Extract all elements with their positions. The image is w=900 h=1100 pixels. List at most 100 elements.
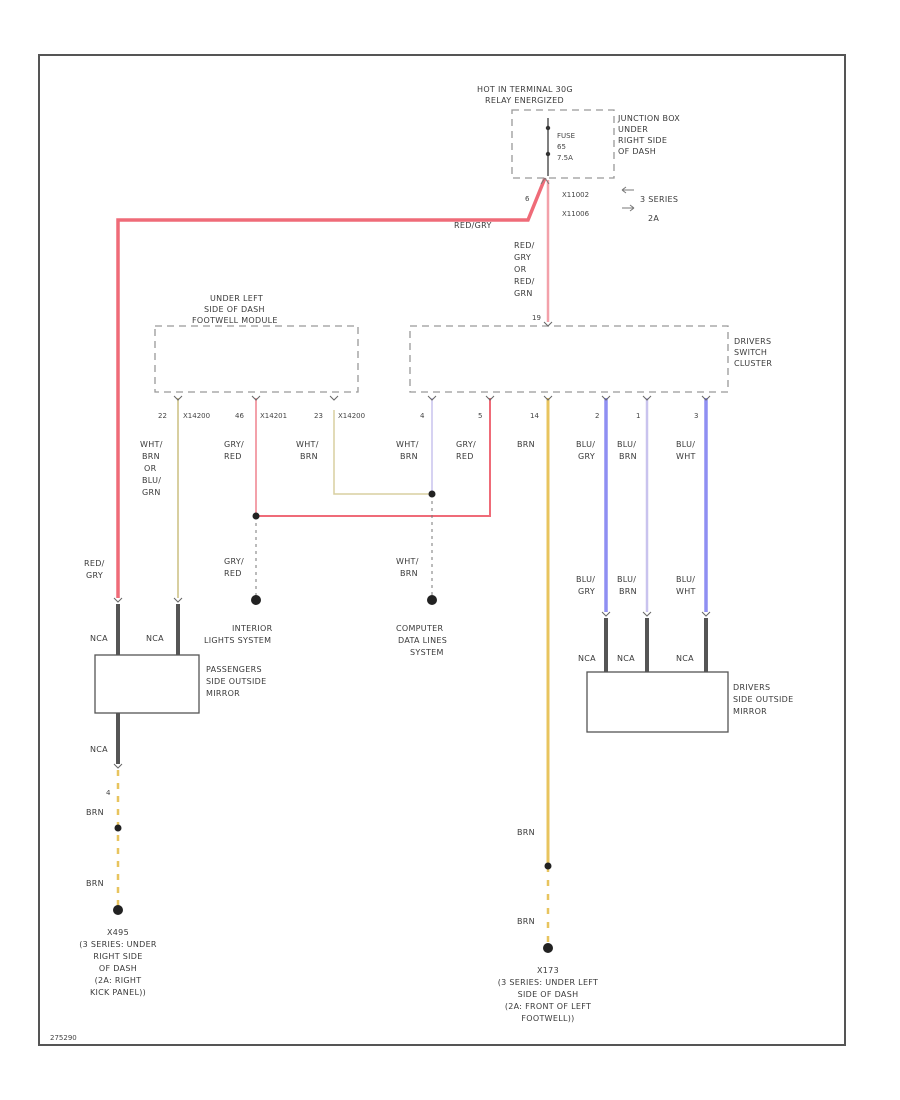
nca-wires <box>116 604 708 764</box>
marker-sc-1 <box>642 395 652 401</box>
wl-blu-gry-low-1: BLU/ <box>576 575 595 584</box>
ground-left-3: RIGHT SIDE <box>93 952 142 961</box>
connector-top-1: X11002 <box>562 191 589 199</box>
marker-drv-2 <box>642 611 652 617</box>
diagram-frame <box>38 54 846 1046</box>
wl-blu-gry-2: GRY <box>578 452 595 461</box>
wl-brn-left-1: BRN <box>86 808 104 817</box>
wl-blu-wht-low-1: BLU/ <box>676 575 695 584</box>
switch-cluster-outline <box>409 325 729 393</box>
wl-nca-pass-2: NCA <box>146 634 164 643</box>
wl-gry-red-sc-1: GRY/ <box>456 440 476 449</box>
computer-1: COMPUTER <box>396 624 444 633</box>
marker-sc-2 <box>601 395 611 401</box>
wl-nca-drv-3: NCA <box>676 654 694 663</box>
ground-left-1: X495 <box>107 928 129 937</box>
wl-gry-red-fm-2: RED <box>224 452 242 461</box>
wl-gry-red-int-1: GRY/ <box>224 557 244 566</box>
wl-blu-brn-2: BRN <box>619 452 637 461</box>
sc-label-1: DRIVERS <box>734 337 771 346</box>
figure-id: 275290 <box>50 1034 77 1042</box>
fuse-pin: 6 <box>525 195 530 203</box>
jb-label-3: RIGHT SIDE <box>618 136 667 145</box>
wire-label-red-gry-top: RED/GRY <box>454 221 492 230</box>
splices <box>113 490 553 953</box>
computer-2: DATA LINES <box>398 636 447 645</box>
fm-pin-22: 22 <box>158 412 167 420</box>
footwell-module-outline <box>154 325 359 393</box>
sc-pin-1: 1 <box>636 412 640 420</box>
wl-stack1-1: WHT/ <box>140 440 163 449</box>
interior-2: LIGHTS SYSTEM <box>204 636 271 645</box>
jb-label-2: UNDER <box>618 125 648 134</box>
fuse-dot-top <box>545 125 551 131</box>
marker-fm-22 <box>173 395 183 401</box>
splice-wht-brn <box>428 490 436 498</box>
drv-mirror-3: MIRROR <box>733 707 767 716</box>
wire-labels: WHT/ BRN OR BLU/ GRN GRY/ RED WHT/ BRN W… <box>84 440 695 926</box>
series-label-2: 2A <box>648 214 659 223</box>
wl-wht-brn-fm-1: WHT/ <box>296 440 319 449</box>
terminal-computer <box>427 595 437 605</box>
sc-pin-14: 14 <box>530 412 539 420</box>
ground-right-5: FOOTWELL)) <box>521 1014 574 1023</box>
fm-label-1: UNDER LEFT <box>210 294 263 303</box>
fm-label-3: FOOTWELL MODULE <box>192 316 278 325</box>
marker-sc-5 <box>485 395 495 401</box>
fuse-rating: 7.5A <box>557 154 573 162</box>
sc-pin-3: 3 <box>694 412 698 420</box>
fm-conn-22: X14200 <box>183 412 210 420</box>
pin-19: 19 <box>532 314 541 322</box>
splice-brn-left <box>114 824 122 832</box>
wire-alt-2: GRY <box>514 253 531 262</box>
wl-wht-brn-sc-1: WHT/ <box>396 440 419 449</box>
junction-box: HOT IN TERMINAL 30G RELAY ENERGIZED FUSE… <box>454 85 680 322</box>
pass-mirror-3: MIRROR <box>206 689 240 698</box>
wires <box>116 177 708 946</box>
wl-gry-red-sc-2: RED <box>456 452 474 461</box>
wl-wht-brn-comp-2: BRN <box>400 569 418 578</box>
interior-1: INTERIOR <box>232 624 273 633</box>
ground-left-2: (3 SERIES: UNDER <box>79 940 157 949</box>
wl-nca-pass-3: NCA <box>90 745 108 754</box>
passenger-mirror-box <box>94 654 200 714</box>
wire-alt-3: OR <box>514 265 527 274</box>
wire-red-gry-main <box>116 177 547 598</box>
wl-brn-right-2: BRN <box>517 917 535 926</box>
junction-box-outline <box>511 109 615 179</box>
marker-fm-23 <box>329 395 339 401</box>
wire-alt-1: RED/ <box>514 241 535 250</box>
fuse-name: FUSE <box>557 132 575 140</box>
ground-right-3: SIDE OF DASH <box>518 990 579 999</box>
wire-gry-red-splice <box>256 398 491 517</box>
wl-blu-brn-1: BLU/ <box>617 440 636 449</box>
sc-pin-5: 5 <box>478 412 482 420</box>
connector-top-2: X11006 <box>562 210 590 218</box>
marker-sc-3 <box>701 395 711 401</box>
computer-3: SYSTEM <box>410 648 444 657</box>
sc-label-3: CLUSTER <box>734 359 772 368</box>
wl-red-gry-left-1: RED/ <box>84 559 105 568</box>
terminal-interior <box>251 595 261 605</box>
arrow-series-1 <box>621 186 634 194</box>
drv-mirror-1: DRIVERS <box>733 683 770 692</box>
marker-sc-19 <box>543 321 553 327</box>
wl-nca-pass-1: NCA <box>90 634 108 643</box>
passenger-mirror: PASSENGERS SIDE OUTSIDE MIRROR <box>94 654 266 714</box>
wl-blu-gry-low-2: GRY <box>578 587 595 596</box>
wl-blu-brn-low-2: BRN <box>619 587 637 596</box>
ground-left-5: (2A: RIGHT <box>95 976 142 985</box>
fm-conn-23: X14200 <box>338 412 365 420</box>
marker-pass-3 <box>113 763 123 769</box>
wl-gry-red-fm-1: GRY/ <box>224 440 244 449</box>
fm-pin-23: 23 <box>314 412 323 420</box>
driver-mirror: DRIVERS SIDE OUTSIDE MIRROR <box>586 671 793 733</box>
wl-red-gry-left-2: GRY <box>86 571 103 580</box>
sc-label-2: SWITCH <box>734 348 767 357</box>
wl-stack1-4: BLU/ <box>142 476 161 485</box>
ground-left-4: OF DASH <box>99 964 137 973</box>
system-references: INTERIOR LIGHTS SYSTEM COMPUTER DATA LIN… <box>204 624 447 657</box>
wl-nca-drv-2: NCA <box>617 654 635 663</box>
ground-right-1: X173 <box>537 966 559 975</box>
